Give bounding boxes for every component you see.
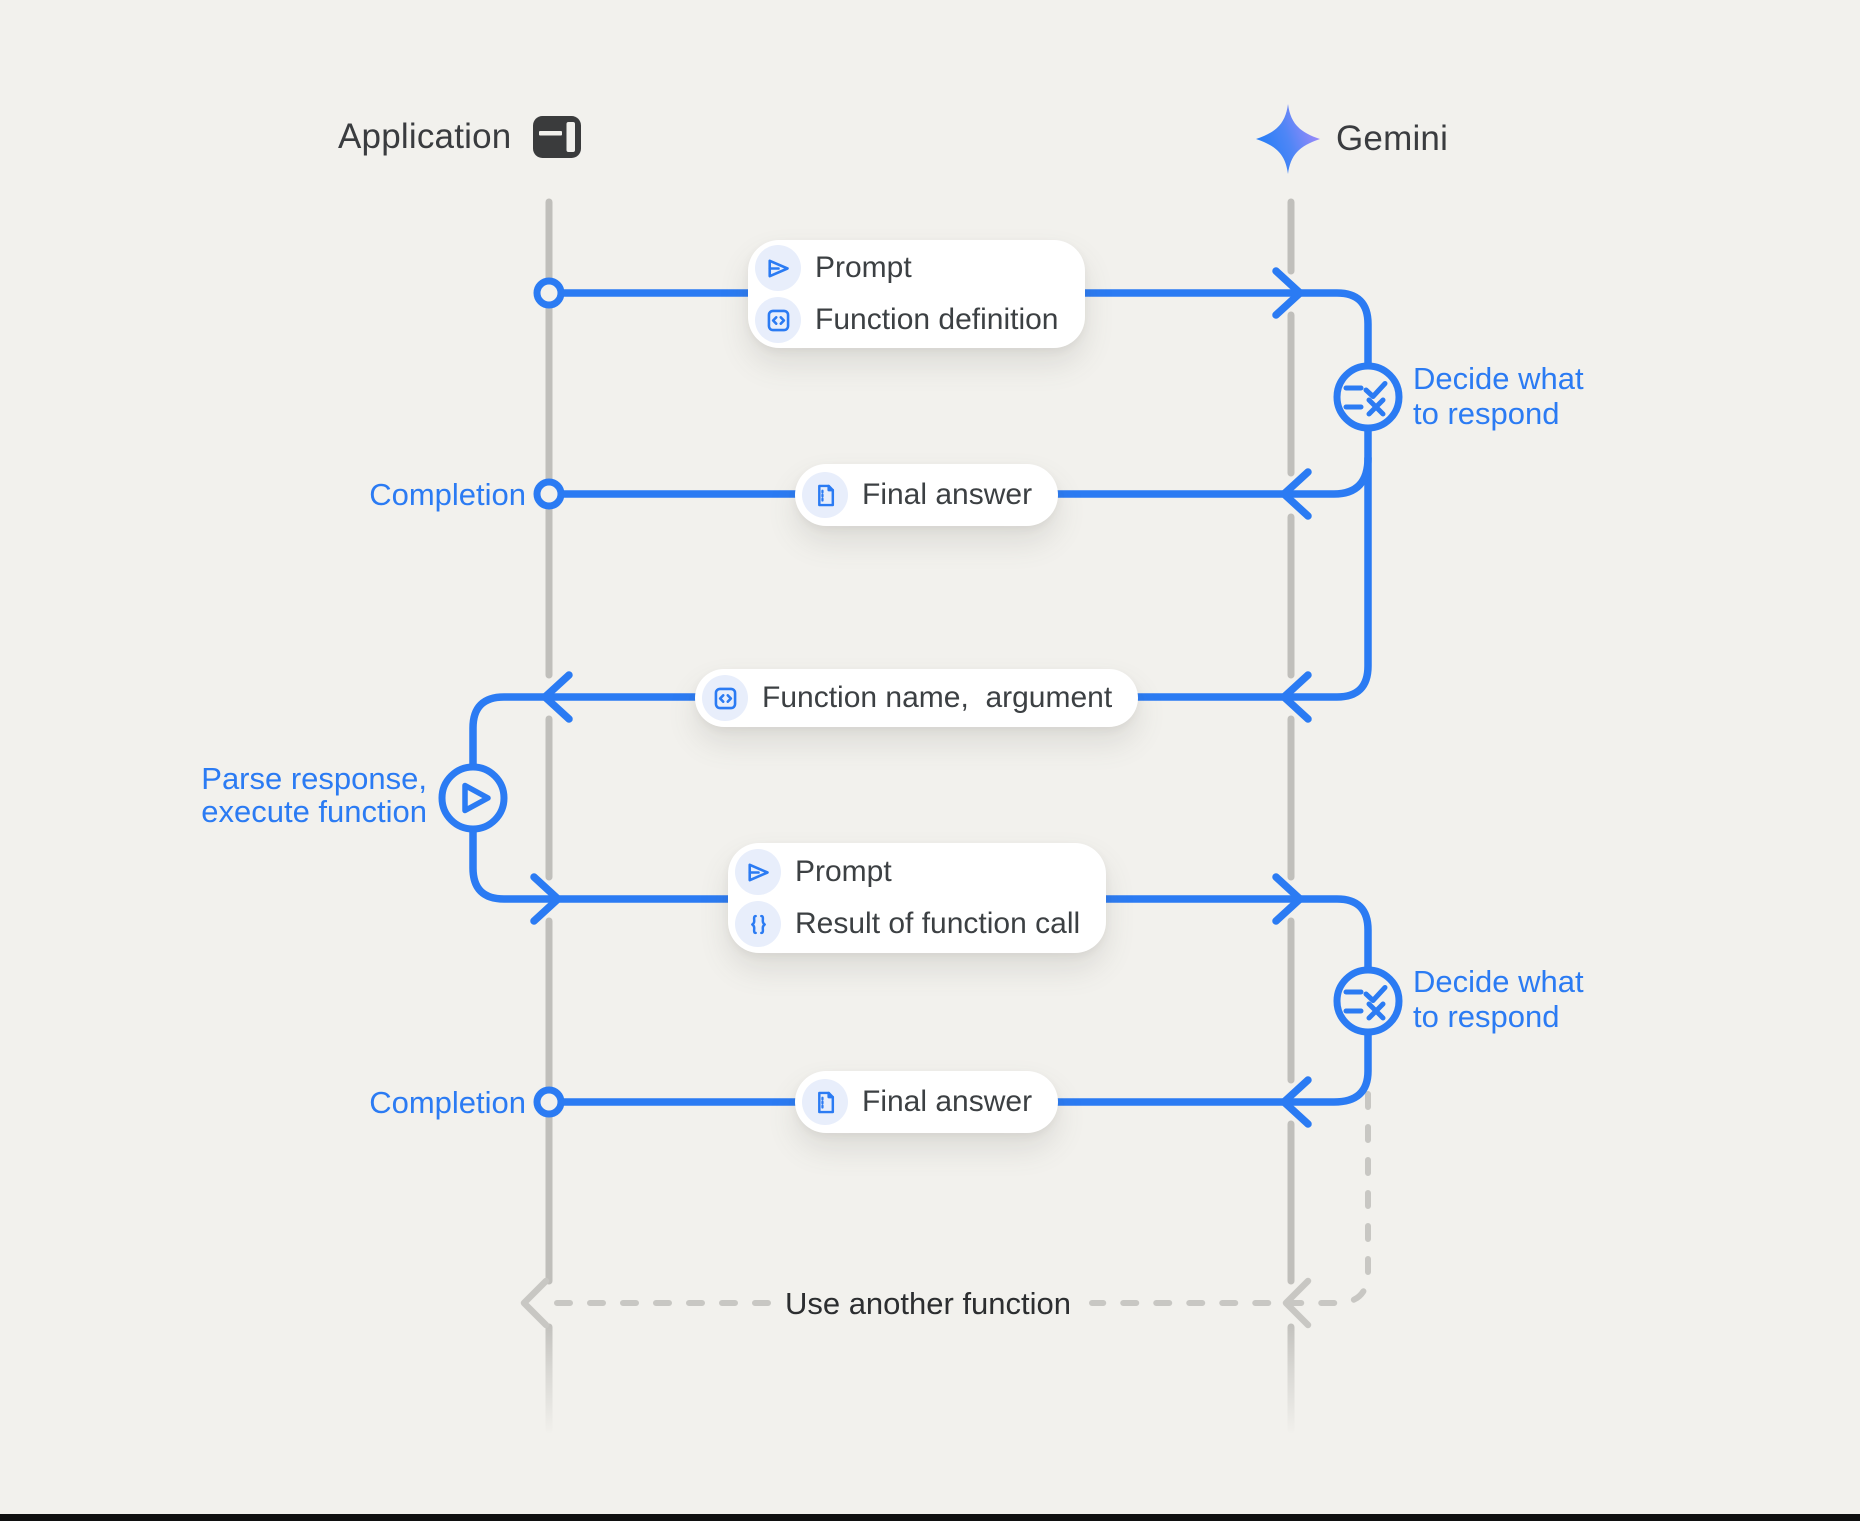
decide-line-2: to respond (1413, 396, 1560, 431)
arrowhead-left-3 (541, 671, 573, 723)
code-square-icon (702, 675, 748, 721)
endpoint-circles (533, 277, 565, 1118)
decide-line-2: to respond (1413, 999, 1560, 1034)
decide-annotation-2: Decide what to respond (1413, 964, 1584, 1034)
message-label: Result of function call (795, 907, 1081, 940)
app-window-icon (533, 116, 582, 158)
decide-line-1: Decide what (1413, 964, 1584, 999)
message-row: Prompt (755, 245, 1059, 291)
document-icon (802, 1079, 848, 1125)
braces-icon (735, 901, 781, 947)
message-label: Function name, argument (762, 681, 1113, 714)
message-label: Final answer (862, 478, 1033, 511)
message-row: Final answer (802, 472, 1032, 518)
application-label: Application (338, 117, 512, 156)
message-card-final-answer-2: Final answer (795, 1071, 1059, 1133)
arrowhead-right-1 (1272, 267, 1304, 319)
arrow-final-answer-1 (545, 454, 1372, 498)
message-row: Function name, argument (702, 675, 1112, 721)
arrowhead-left-2 (1280, 671, 1312, 723)
message-card-function-name-argument: Function name, argument (695, 669, 1139, 727)
completion-circle-1 (533, 478, 565, 510)
arrowhead-left-4 (1280, 1076, 1312, 1128)
start-circle-prompt (533, 277, 565, 309)
completion-label-1: Completion (369, 477, 526, 512)
decide-annotation-1: Decide what to respond (1413, 361, 1584, 431)
arrow-final-answer-2 (545, 1028, 1372, 1106)
message-row: Final answer (802, 1079, 1032, 1125)
message-row: Function definition (755, 297, 1059, 343)
gemini-label: Gemini (1336, 119, 1449, 158)
dashed-arrowhead-gemini (1282, 1277, 1312, 1329)
rules-check-icon (1343, 381, 1388, 417)
decide-line-1: Decide what (1413, 361, 1584, 396)
parse-line-1: Parse response, (201, 761, 427, 796)
message-row: Result of function call (735, 901, 1080, 947)
footer-bar (0, 1514, 1860, 1521)
actor-application: Application (338, 116, 582, 158)
use-another-function-dashed-arrow (520, 1091, 1371, 1329)
parse-execute-annotation: Parse response, execute function (201, 762, 427, 828)
decide-node-1 (1333, 362, 1403, 432)
message-label: Function definition (815, 303, 1059, 336)
document-icon (802, 472, 848, 518)
dashed-arrowhead-application (520, 1277, 550, 1329)
decide-node-2 (1333, 966, 1403, 1036)
play-outline-icon (462, 782, 491, 814)
parse-execute-node (438, 763, 508, 833)
arrowhead-right-2 (530, 873, 562, 925)
arrowhead-left-1 (1280, 468, 1312, 520)
message-card-final-answer-1: Final answer (795, 464, 1059, 526)
actor-gemini: Gemini (1254, 102, 1448, 176)
gemini-star-icon (1254, 102, 1322, 176)
code-square-icon (755, 297, 801, 343)
rules-check-icon (1343, 985, 1388, 1021)
use-another-function-label: Use another function (784, 1286, 1072, 1321)
message-label: Final answer (862, 1085, 1033, 1118)
completion-circle-2 (533, 1086, 565, 1118)
send-icon (755, 245, 801, 291)
send-icon (735, 849, 781, 895)
message-card-prompt-result: Prompt Result of function call (728, 843, 1107, 953)
message-label: Prompt (795, 855, 892, 888)
arrowhead-right-3 (1272, 873, 1304, 925)
message-card-prompt-function-definition: Prompt Function definition (748, 240, 1085, 348)
completion-label-2: Completion (369, 1085, 526, 1120)
message-row: Prompt (735, 849, 1080, 895)
message-label: Prompt (815, 251, 912, 284)
parse-line-2: execute function (201, 794, 427, 829)
arrow-prompt-function-definition (545, 289, 1372, 370)
